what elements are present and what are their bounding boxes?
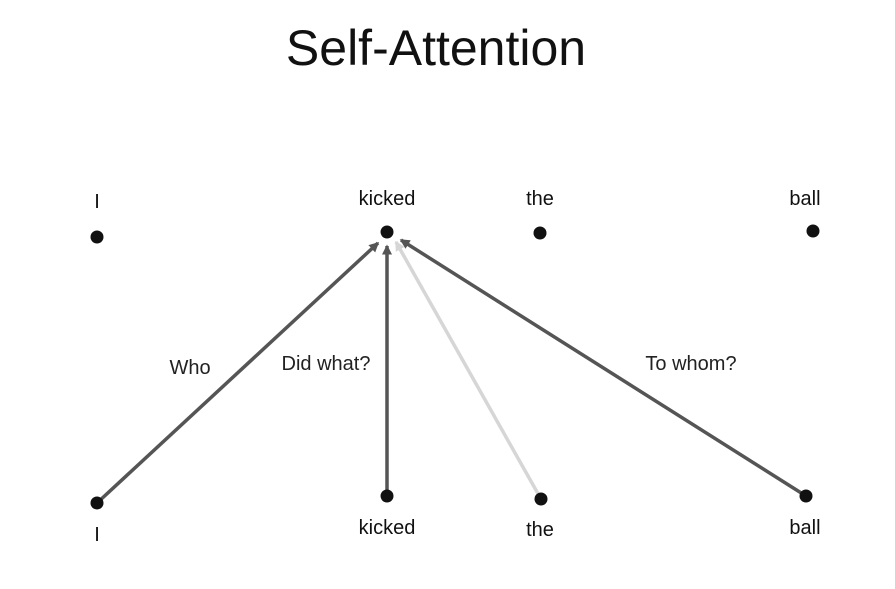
bottom-node-kicked — [380, 489, 394, 503]
top-node-ball — [806, 224, 820, 238]
bottom-word-the: the — [526, 519, 554, 541]
top-node-i — [90, 230, 104, 244]
top-row: I kicked the ball — [90, 188, 821, 244]
top-word-i: I — [94, 191, 100, 213]
bottom-row: I kicked the ball — [90, 489, 821, 546]
top-word-kicked: kicked — [359, 188, 416, 210]
bottom-node-the — [534, 492, 548, 506]
top-node-the — [533, 226, 547, 240]
attention-edge-ball-to-kicked — [399, 238, 807, 498]
attention-edges — [95, 238, 807, 505]
attention-edge-the-to-kicked — [394, 240, 543, 500]
bottom-node-i — [90, 496, 104, 510]
bottom-node-ball — [799, 489, 813, 503]
diagram-title: Self-Attention — [286, 20, 586, 76]
top-node-kicked — [380, 225, 394, 239]
attention-edge-i-to-kicked — [95, 241, 380, 505]
bottom-word-ball: ball — [789, 517, 820, 539]
question-label-did-what: Did what? — [282, 353, 371, 375]
bottom-word-i: I — [94, 524, 100, 546]
question-label-who: Who — [169, 357, 210, 379]
bottom-word-kicked: kicked — [359, 517, 416, 539]
top-word-ball: ball — [789, 188, 820, 210]
question-label-to-whom: To whom? — [645, 353, 736, 375]
top-word-the: the — [526, 188, 554, 210]
question-labels: Who Did what? To whom? — [169, 353, 736, 379]
